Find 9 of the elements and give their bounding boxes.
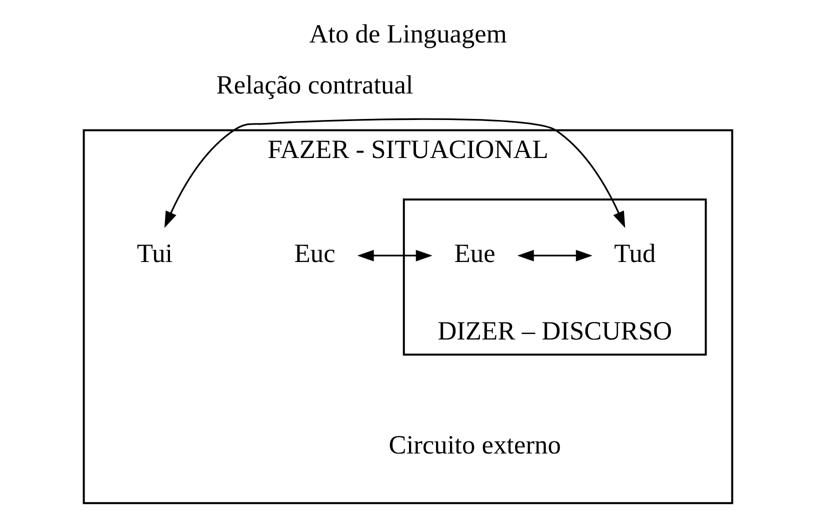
arrow bbox=[164, 118, 625, 228]
node-text: Euc bbox=[294, 238, 335, 268]
node-text: Tui bbox=[136, 238, 172, 268]
diagram-title: Ato de Linguagem bbox=[308, 18, 506, 48]
arrow bbox=[516, 250, 592, 262]
label: Relação contratual bbox=[216, 70, 413, 100]
arrow bbox=[356, 250, 432, 262]
node-text: Tud bbox=[614, 238, 656, 268]
node-text: Eue bbox=[454, 238, 495, 268]
